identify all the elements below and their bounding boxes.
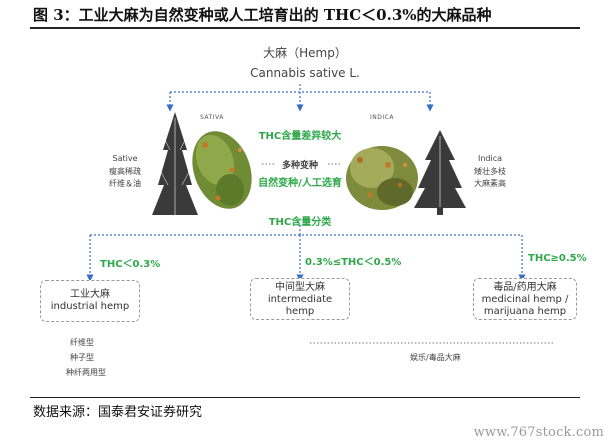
indica-name: Indica — [477, 154, 503, 163]
industrial-hemp-en: industrial hemp — [50, 301, 130, 312]
root-label-en: Cannabis sative L. — [250, 66, 360, 80]
intermediate-hemp-cn: 中间型大麻 — [275, 282, 325, 293]
industrial-hemp-box: 工业大麻 industrial hemp — [40, 280, 140, 322]
industrial-hemp-cn: 工业大麻 — [70, 289, 110, 300]
threshold-industrial: THC＜0.3% — [100, 259, 161, 270]
indica-trait-2: 大麻素高 — [474, 179, 506, 188]
intermediate-hemp-en-2: hemp — [285, 306, 315, 317]
medicinal-hemp-cn: 毒品/药用大麻 — [493, 282, 557, 293]
title-rule — [30, 27, 580, 29]
sativa-name: Sative — [112, 154, 138, 163]
root-connector — [166, 84, 434, 112]
indica-tree-icon — [414, 130, 466, 215]
indica-image-label: INDICA — [370, 114, 394, 121]
sativa-image-label: SATIVA — [200, 114, 224, 121]
classification-label: THC含量分类 — [268, 217, 332, 228]
threshold-medicinal: THC≥0.5% — [528, 253, 587, 264]
intermediate-hemp-en-1: intermediate — [267, 294, 333, 305]
medicinal-hemp-box: 毒品/药用大麻 medicinal hemp / marijuana hemp — [473, 278, 577, 320]
intermediate-hemp-box: 中间型大麻 intermediate hemp — [250, 278, 350, 320]
sativa-tree-icon — [152, 112, 198, 215]
medicinal-hemp-en-1: medicinal hemp / — [481, 294, 569, 305]
figure-source: 数据来源：国泰君安证券研究 — [33, 405, 203, 420]
indica-bud-image — [346, 146, 418, 210]
root-label-cn: 大麻（Hemp） — [263, 46, 347, 60]
threshold-intermediate: 0.3%≤THC＜0.5% — [305, 257, 402, 268]
industrial-type-seed: 种子型 — [70, 353, 94, 362]
origin-label: 自然变种/人工选育 — [258, 178, 342, 189]
classification-connector — [86, 225, 526, 282]
sativa-trait-2: 纤维＆油 — [109, 179, 141, 188]
industrial-type-fiber: 纤维型 — [70, 338, 94, 347]
figure-title: 图 3：工业大麻为自然变种或人工培育出的 THC＜0.3%的大麻品种 — [33, 6, 492, 24]
variants-label: 多种变种 — [281, 161, 318, 171]
source-rule — [30, 397, 580, 398]
sativa-trait-1: 瘦高稀疏 — [109, 167, 141, 176]
industrial-type-dual: 种纤两用型 — [66, 368, 106, 377]
recreational-label: 娱乐/毒品大麻 — [410, 353, 461, 362]
thc-difference-label: THC含量差异较大 — [258, 131, 342, 142]
indica-trait-1: 矮壮多枝 — [474, 167, 506, 176]
sativa-bud-image — [192, 131, 252, 209]
watermark: www.767stock.com — [473, 425, 604, 440]
medicinal-hemp-en-2: marijuana hemp — [483, 306, 567, 317]
